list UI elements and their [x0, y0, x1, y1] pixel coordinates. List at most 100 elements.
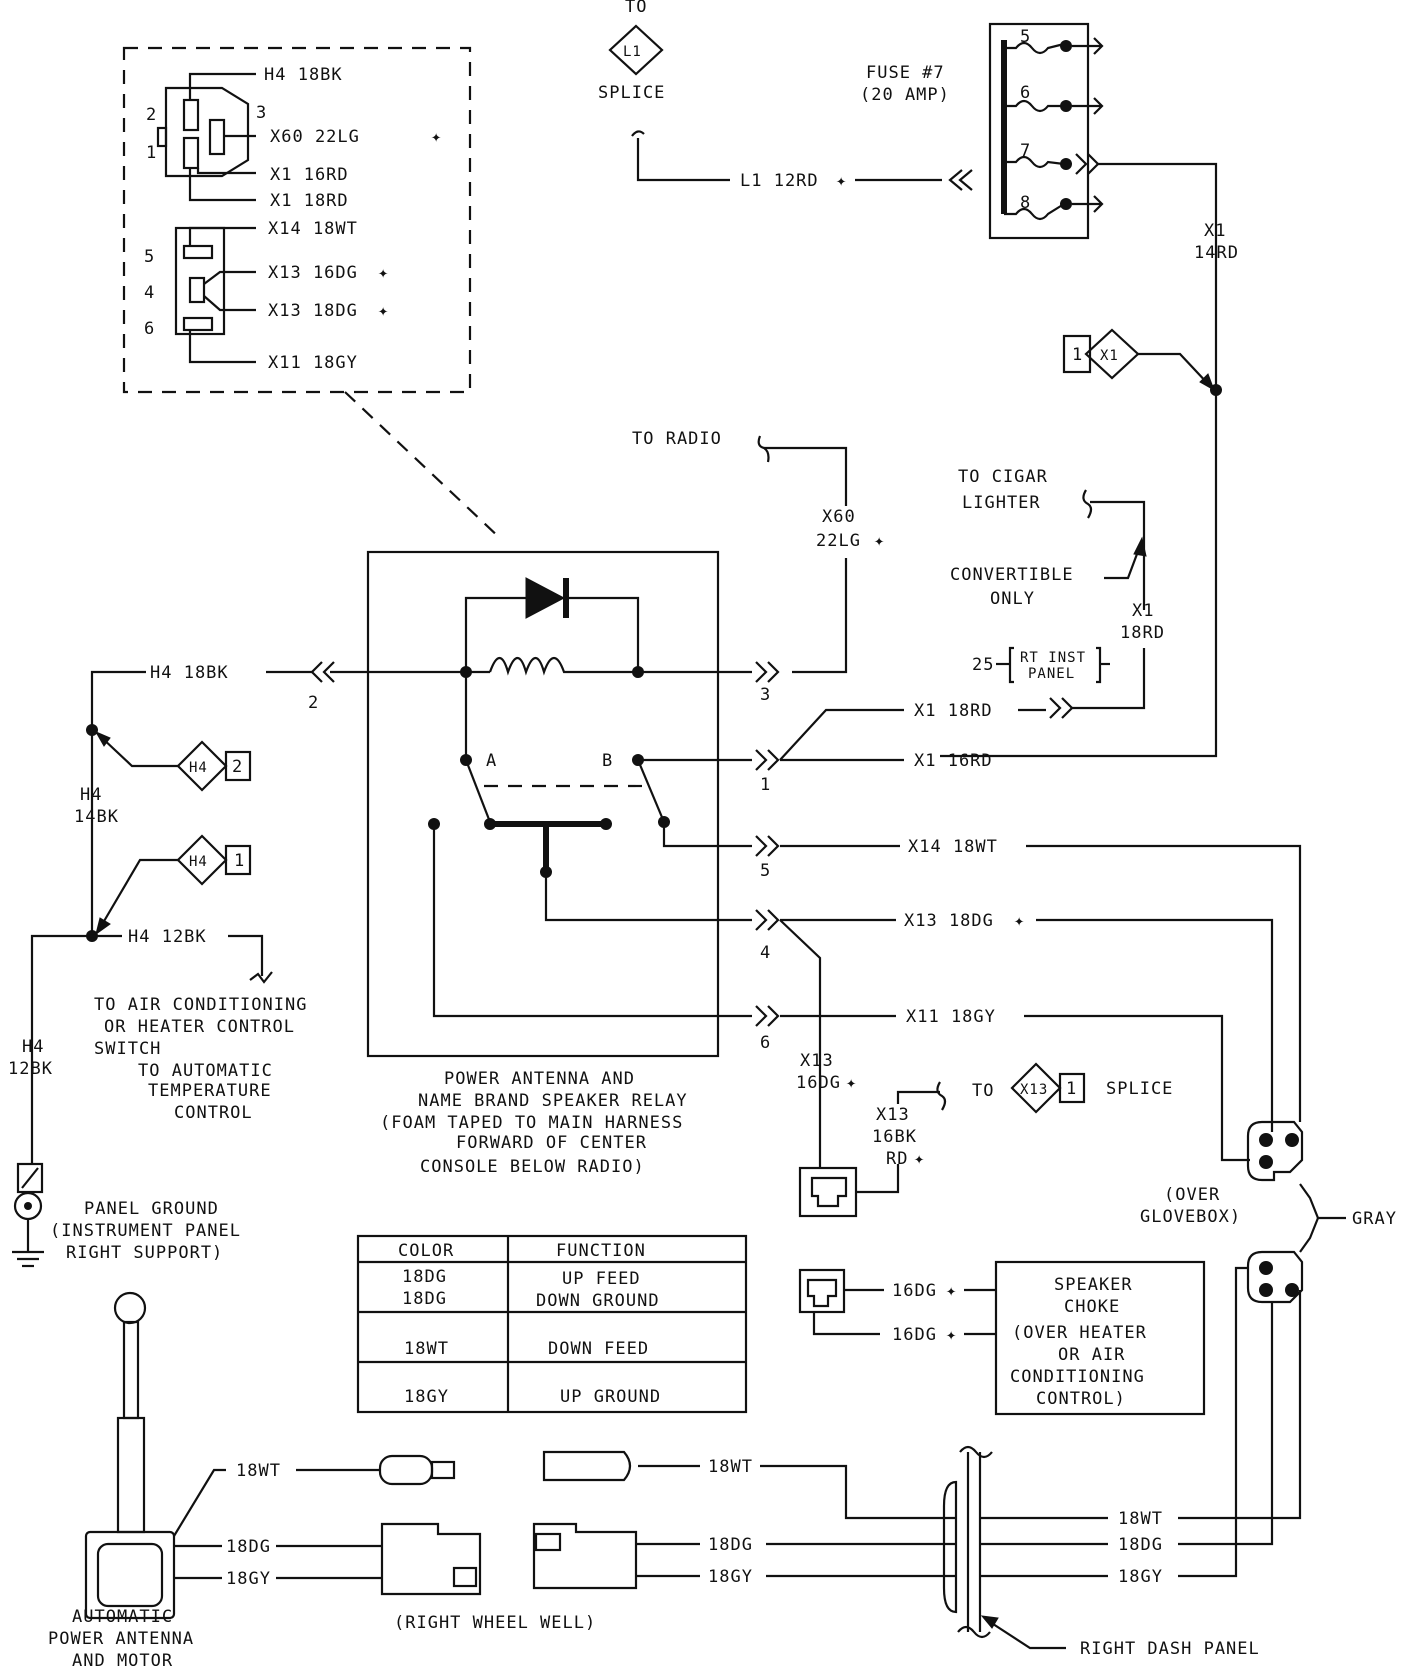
right-dash-label: RIGHT DASH PANEL	[1080, 1639, 1260, 1659]
dash-panel-break-top	[959, 1445, 993, 1459]
ground-circuit: H4 18BK H4 14BK H4 2 H4 1 H4 12BK TO AIR…	[8, 663, 312, 1268]
h4-2-arrowhead	[94, 730, 111, 747]
wire-glovebox-gy	[1178, 1266, 1248, 1578]
glovebox-connector-upper	[1246, 1120, 1304, 1182]
rt-inst-b: PANEL	[1028, 666, 1075, 682]
relay-contact-no	[600, 818, 612, 830]
relay-contact-nc	[484, 818, 496, 830]
motor-label-2: POWER ANTENNA	[48, 1629, 194, 1649]
choke-4: OR AIR	[1058, 1345, 1125, 1365]
relay-b-label: B	[602, 751, 613, 771]
x13-16dg-a: X13	[800, 1051, 834, 1071]
h4-12bk-v-a: H4	[22, 1037, 44, 1057]
h4-12bk-label: H4 12BK	[128, 927, 207, 947]
h4-1-leader	[99, 858, 178, 929]
glovebox-lower-pin	[1285, 1283, 1299, 1297]
dash-leader	[989, 1621, 1066, 1650]
fuse-5: 5	[1004, 27, 1104, 55]
detail-x60-splice: ✦	[431, 127, 442, 147]
relay-diode	[525, 577, 566, 619]
table-cell-color: 18DG	[402, 1289, 447, 1309]
wire-x13-16bk	[856, 1164, 900, 1194]
connector-pin-2	[182, 98, 200, 132]
x13-h-splice: ✦	[1014, 911, 1025, 931]
mid-gy-label: 18GY	[708, 1567, 753, 1587]
fuse-6-label: 6	[1020, 83, 1031, 103]
x1-14rd-label-b: 14RD	[1194, 243, 1239, 263]
h4-12bk-v-b: 12BK	[8, 1059, 53, 1079]
plug-wt-pin	[430, 1460, 456, 1480]
l1-splice-label: SPLICE	[598, 83, 665, 103]
table-cell-color: 18DG	[402, 1267, 447, 1287]
detail-pin-6: 6	[144, 319, 155, 339]
motor-label-3: AND MOTOR	[72, 1651, 173, 1671]
convertible-a: CONVERTIBLE	[950, 565, 1074, 585]
wire-wt-right	[760, 1464, 956, 1520]
plug-wt-male	[378, 1454, 434, 1486]
gray-label: GRAY	[1352, 1209, 1397, 1229]
h4-1-num: 1	[234, 851, 245, 871]
x60-label-a: X60	[822, 507, 856, 527]
choke-dg-2-splice: ✦	[946, 1325, 957, 1345]
relay-pin-1: 1	[760, 775, 771, 795]
x11-h-label: X11 18GY	[906, 1007, 996, 1027]
table-header-function: FUNCTION	[556, 1241, 646, 1261]
connector-pin-6	[182, 316, 214, 332]
h4-2-box	[224, 750, 252, 782]
glovebox-connectors: (OVER GLOVEBOX) GRAY	[1140, 1120, 1397, 1578]
h4-1-box	[224, 844, 252, 876]
wheel-well-label: (RIGHT WHEEL WELL)	[394, 1613, 596, 1633]
dash-arrowhead	[980, 1615, 999, 1629]
table-frame	[356, 1234, 748, 1414]
panel-ground-3: RIGHT SUPPORT)	[66, 1243, 223, 1263]
wire-x11-detail	[188, 330, 256, 364]
connector-upper-key	[156, 126, 168, 148]
choke-plug-inner	[806, 1278, 838, 1308]
detail-x60-label: X60 22LG	[270, 127, 360, 147]
glovebox-connector-lower	[1246, 1250, 1304, 1304]
table-header-color: COLOR	[398, 1241, 454, 1261]
motor-label-1: AUTOMATIC	[72, 1607, 173, 1627]
choke-6: CONTROL)	[1036, 1389, 1126, 1409]
choke-box	[994, 1260, 1206, 1416]
h4-1-arrowhead	[95, 917, 111, 936]
relay-pin-3: 3	[760, 685, 771, 705]
x13-16bk-b: 16BK	[872, 1127, 917, 1147]
convertible-leader	[1104, 545, 1142, 580]
connector-pin-4	[188, 276, 206, 304]
rt-inst-a: RT INST	[1020, 650, 1086, 666]
relay-title-4: FORWARD OF CENTER	[456, 1133, 647, 1153]
wheel-well-connectors: 18WT 18DG 18GY (RIGHT WHEEL WELL)	[276, 1450, 956, 1633]
x1-18rd-label-a: X1	[1132, 601, 1154, 621]
plug-dual-pin	[452, 1566, 478, 1588]
to-atc-2: TEMPERATURE	[148, 1081, 272, 1101]
dash-panel-grommet: 18WT 18DG 18GY RIGHT DASH PANEL	[942, 1445, 1260, 1659]
choke-1: SPEAKER	[1054, 1275, 1133, 1295]
detail-x13-18-splice: ✦	[378, 301, 389, 321]
relay-switch-arm-a	[464, 759, 492, 823]
relay-pin6-chevron	[755, 1005, 780, 1027]
rt-inst-bracket-l	[1008, 646, 1014, 684]
l1-splice: TO L1 SPLICE L1 12RD ✦	[598, 0, 973, 191]
h4-2-diamond	[176, 740, 228, 792]
ground-terminal-slash	[21, 1167, 39, 1189]
h4-12bk-break	[249, 971, 273, 984]
relay-switch-arm-b	[636, 759, 666, 823]
x1-connector-box	[1062, 334, 1092, 374]
x1-14rd-feed: X1 14RD 1 X1	[940, 162, 1239, 758]
wire-cigar	[1090, 500, 1146, 610]
x1-diamond-code: X1	[1100, 348, 1119, 364]
convertible-b: ONLY	[990, 589, 1035, 609]
l1-diamond	[608, 24, 664, 76]
detail-leader-line	[344, 391, 503, 541]
plug-dual-female	[532, 1522, 638, 1590]
glovebox-upper-pin	[1285, 1133, 1299, 1147]
x1-connector-num: 1	[1072, 345, 1083, 365]
relay-wire-pin5	[662, 822, 752, 848]
x13-break	[936, 1081, 947, 1111]
detail-x13-16-splice: ✦	[378, 263, 389, 283]
h4-18bk-label: H4 18BK	[150, 663, 229, 683]
table-cell-function: DOWN FEED	[548, 1339, 649, 1359]
wire-h4-detail	[188, 72, 256, 100]
x13-to-label: TO	[972, 1081, 994, 1101]
